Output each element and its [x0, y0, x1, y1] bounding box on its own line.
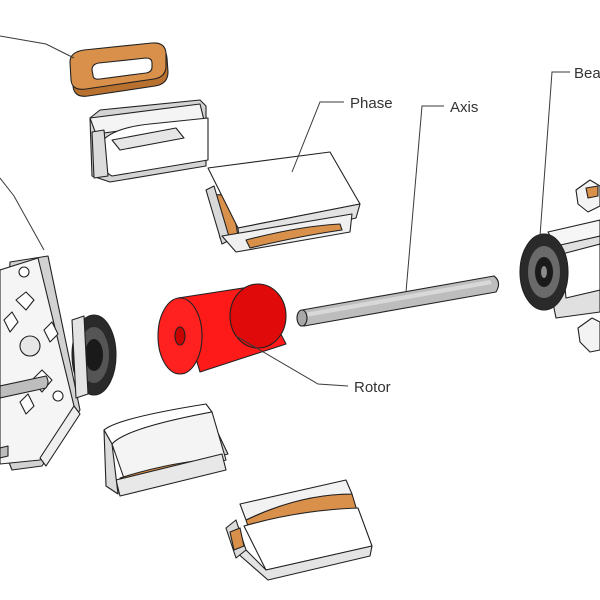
- stator-half-bottom-left: [103, 403, 229, 497]
- axis-shaft: [296, 275, 500, 327]
- right-bearing-assembly: [519, 219, 600, 319]
- rotor: [157, 283, 287, 375]
- washer-leader-line: [0, 35, 75, 59]
- stator-half-top-left: [89, 99, 209, 183]
- phase-label: Phase: [350, 95, 393, 112]
- left-bearing: [71, 314, 117, 399]
- right-clip-top-inner: [585, 185, 599, 199]
- axis-label: Axis: [450, 99, 478, 116]
- phase-coil-bottom: [225, 479, 373, 581]
- flange-pin: [0, 445, 9, 459]
- flange-leader-line: [0, 177, 45, 251]
- bearing-label: Bea: [574, 65, 600, 82]
- mounting-flange: [0, 255, 81, 471]
- phase-coil-top: [205, 151, 361, 253]
- right-clip-bottom: [577, 317, 600, 353]
- bearing-leader-line: [539, 71, 570, 237]
- rotor-label: Rotor: [354, 379, 391, 396]
- axis-leader-line: [405, 105, 444, 293]
- rotor-leader-line: [235, 335, 349, 387]
- end-cap-washer: [69, 42, 169, 97]
- flange-shaft-stub: [0, 375, 49, 399]
- phase-leader-line: [291, 101, 344, 173]
